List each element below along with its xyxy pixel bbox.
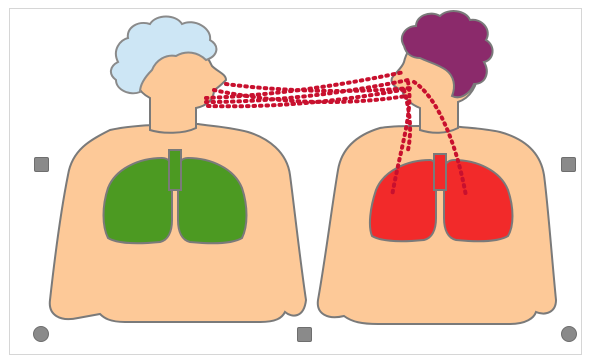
right-trachea [434, 154, 446, 190]
resize-handle-left-middle[interactable] [34, 157, 49, 172]
resize-handle-bottom-middle[interactable] [297, 327, 312, 342]
left-person [50, 17, 306, 323]
rotate-handle-bottom-right[interactable] [561, 326, 577, 342]
rotate-handle-bottom-left[interactable] [33, 326, 49, 342]
left-trachea [169, 150, 181, 190]
resize-handle-right-middle[interactable] [561, 157, 576, 172]
right-person [318, 11, 556, 324]
